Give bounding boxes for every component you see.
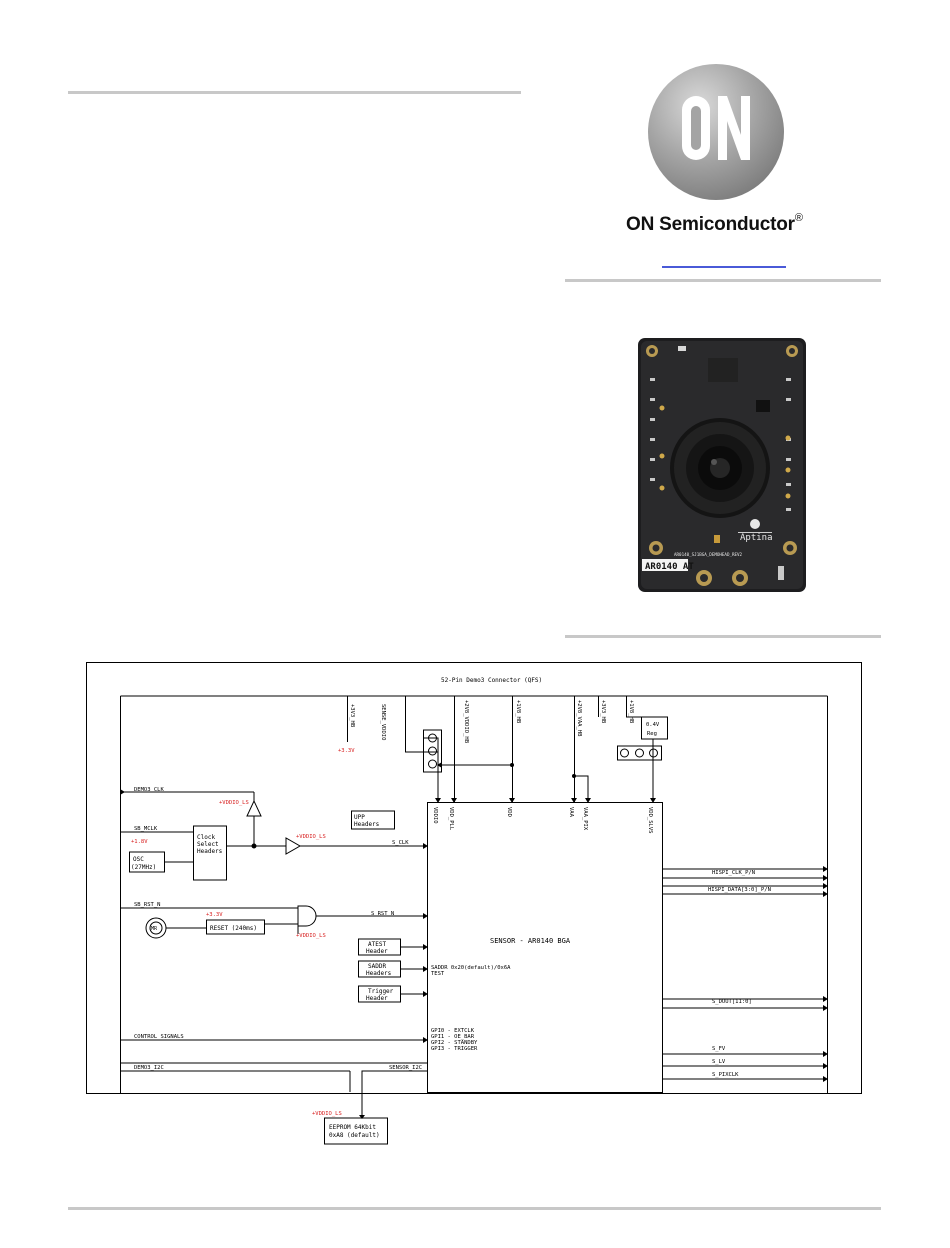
atest-1: ATEST: [368, 941, 386, 948]
on-semiconductor-logo: [646, 62, 786, 202]
osc-freq: (27MHz): [131, 864, 156, 871]
photo-rule: [565, 635, 881, 638]
upp-2: Headers: [354, 821, 380, 828]
sig-sb-mclk: SB_MCLK: [134, 826, 158, 832]
sdata-2: Headers: [366, 970, 392, 977]
rail-vdd-hs: +3V3_HB: [600, 700, 606, 724]
website-link[interactable]: [662, 266, 786, 268]
rail-vaa: +2V8_VAA_HB: [576, 700, 582, 737]
clock-select-1: Clock: [197, 834, 215, 841]
sig-control: CONTROL SIGNALS: [134, 1034, 184, 1040]
demo-board-photo: Aptina AR0140_SJ1BGA_DEMOHEAD_REV2 AR014…: [638, 338, 806, 592]
trigger-1: Trigger: [368, 988, 394, 995]
pin-vdd: VDD: [506, 807, 512, 817]
rail-sense: SENSE_VDDIO: [380, 704, 386, 740]
sig-demo-clk: DEMO3_CLK: [134, 787, 164, 793]
pwr-v33-rst: +3.3V: [206, 912, 223, 918]
pin-vaa-pix: VAA_PIX: [582, 807, 588, 831]
sig-s-fv: S_FV: [712, 1046, 726, 1052]
pwr-vddio-ls-1: +VDDIO_LS: [219, 800, 249, 806]
sensor-label: SENSOR - AR0140 BGA: [490, 937, 571, 945]
rail-ldo: +1V8_HB: [628, 700, 634, 724]
upp-1: UPP: [354, 814, 365, 821]
pin-vdd-slvs: VDD_SLVS: [647, 807, 653, 834]
block-diagram: 52-Pin Demo3 Connector (QFS) SENSOR - AR…: [86, 662, 862, 1152]
company-name: ON Semiconductor®: [626, 214, 803, 236]
sig-s-dout: S_DOUT[11:0]: [712, 999, 752, 1005]
header-rule-left: [68, 91, 521, 94]
board-label-sticker: AR0140 AT: [645, 562, 694, 572]
pwr-vddio-ls-3: +VDDIO_LS: [296, 933, 326, 939]
sig-hispi-data: HISPI_DATA[3:0]_P/N: [708, 887, 771, 893]
reg-line-1: 0.4V: [646, 722, 660, 728]
rail-v33: +3.3V: [338, 748, 355, 754]
sig-s-clk: S_CLK: [392, 840, 409, 846]
sig-sensor-i2c: SENSOR_I2C: [389, 1065, 422, 1071]
sig-s-pixclk: S_PIXCLK: [712, 1072, 739, 1078]
osc-label: OSC: [133, 856, 144, 863]
pin-vdd-pll: VDD_PLL: [448, 807, 454, 831]
gpio-4: GPI3 - TRIGGER: [431, 1046, 478, 1052]
footer-rule: [68, 1207, 881, 1210]
reg-line-2: Reg: [647, 731, 657, 737]
eeprom-2: 0xA8 (default): [329, 1132, 380, 1139]
rail-vdd-pll: +2V8_VDDIO_HB: [463, 700, 469, 744]
sdata-1: SADDR: [368, 963, 386, 970]
clock-select-2: Select: [197, 841, 219, 848]
atest-2: Header: [366, 948, 388, 955]
sig-hispi-clk: HISPI_CLK_P/N: [712, 870, 755, 876]
board-brand: Aptina: [740, 533, 773, 543]
sig-s-rst: S_RST_N: [371, 911, 394, 917]
sig-demo-i2c: DEMO3_I2C: [134, 1065, 164, 1071]
mr-label: MR: [151, 926, 158, 932]
clock-select-3: Headers: [197, 848, 223, 855]
sig-sb-rst: SB_RST_N: [134, 902, 161, 908]
rail-vdd: +1V8_HB: [515, 700, 521, 724]
pin-vaa: VAA: [568, 807, 574, 818]
board-silk-title: AR0140_SJ1BGA_DEMOHEAD_REV2: [674, 552, 743, 557]
eeprom-1: EEPROM 64Kbit: [329, 1124, 376, 1131]
sig-s-lv: S_LV: [712, 1059, 726, 1065]
pwr-vddio-ls-2: +VDDIO_LS: [296, 834, 326, 840]
pwr-vddio-ls-4: +VDDIO_LS: [312, 1111, 342, 1117]
trigger-2: Header: [366, 995, 388, 1002]
pwr-v18-osc: +1.8V: [131, 839, 148, 845]
saddr-text-2: TEST: [431, 971, 445, 977]
rail-v33-top: +3V3_HB: [349, 704, 355, 728]
connector-title: 52-Pin Demo3 Connector (QFS): [441, 677, 542, 684]
pin-vddio: VDDIO: [432, 807, 438, 824]
header-rule-right: [565, 279, 881, 282]
reset-label: RESET (240ms): [210, 925, 257, 932]
